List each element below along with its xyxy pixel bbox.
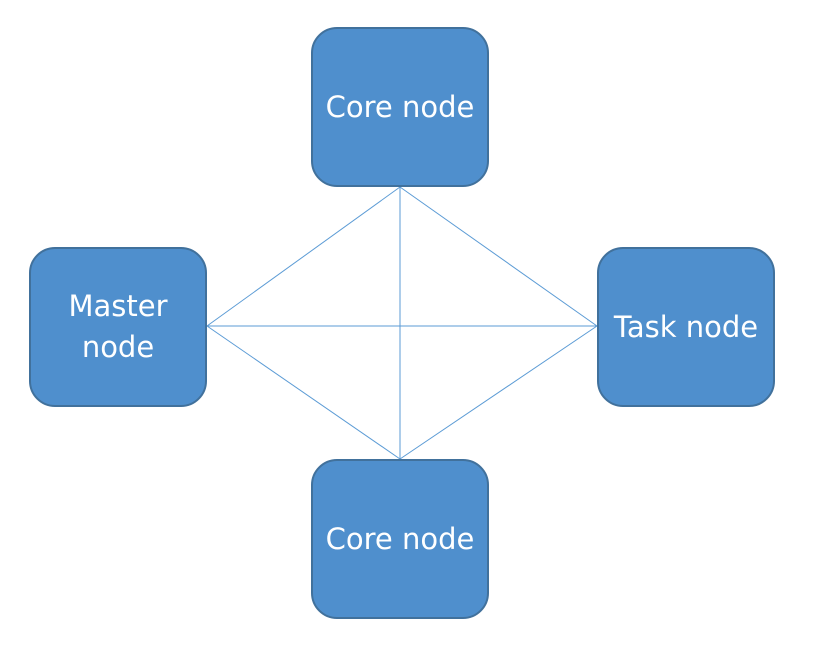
core-node-top: Core node bbox=[311, 27, 489, 187]
master-node: Master node bbox=[29, 247, 207, 407]
task-node-label: Task node bbox=[613, 309, 759, 344]
connector-core-top-to-task bbox=[399, 186, 598, 327]
core-node-bottom-label: Core node bbox=[325, 521, 475, 556]
core-node-top-label: Core node bbox=[325, 89, 475, 124]
master-node-label: Master node bbox=[68, 289, 168, 364]
core-node-bottom: Core node bbox=[311, 459, 489, 619]
connector-master-to-core-top bbox=[206, 186, 401, 327]
connector-master-to-core-bottom bbox=[206, 325, 401, 460]
task-node: Task node bbox=[597, 247, 775, 407]
connector-task-to-core-bottom bbox=[399, 325, 598, 460]
